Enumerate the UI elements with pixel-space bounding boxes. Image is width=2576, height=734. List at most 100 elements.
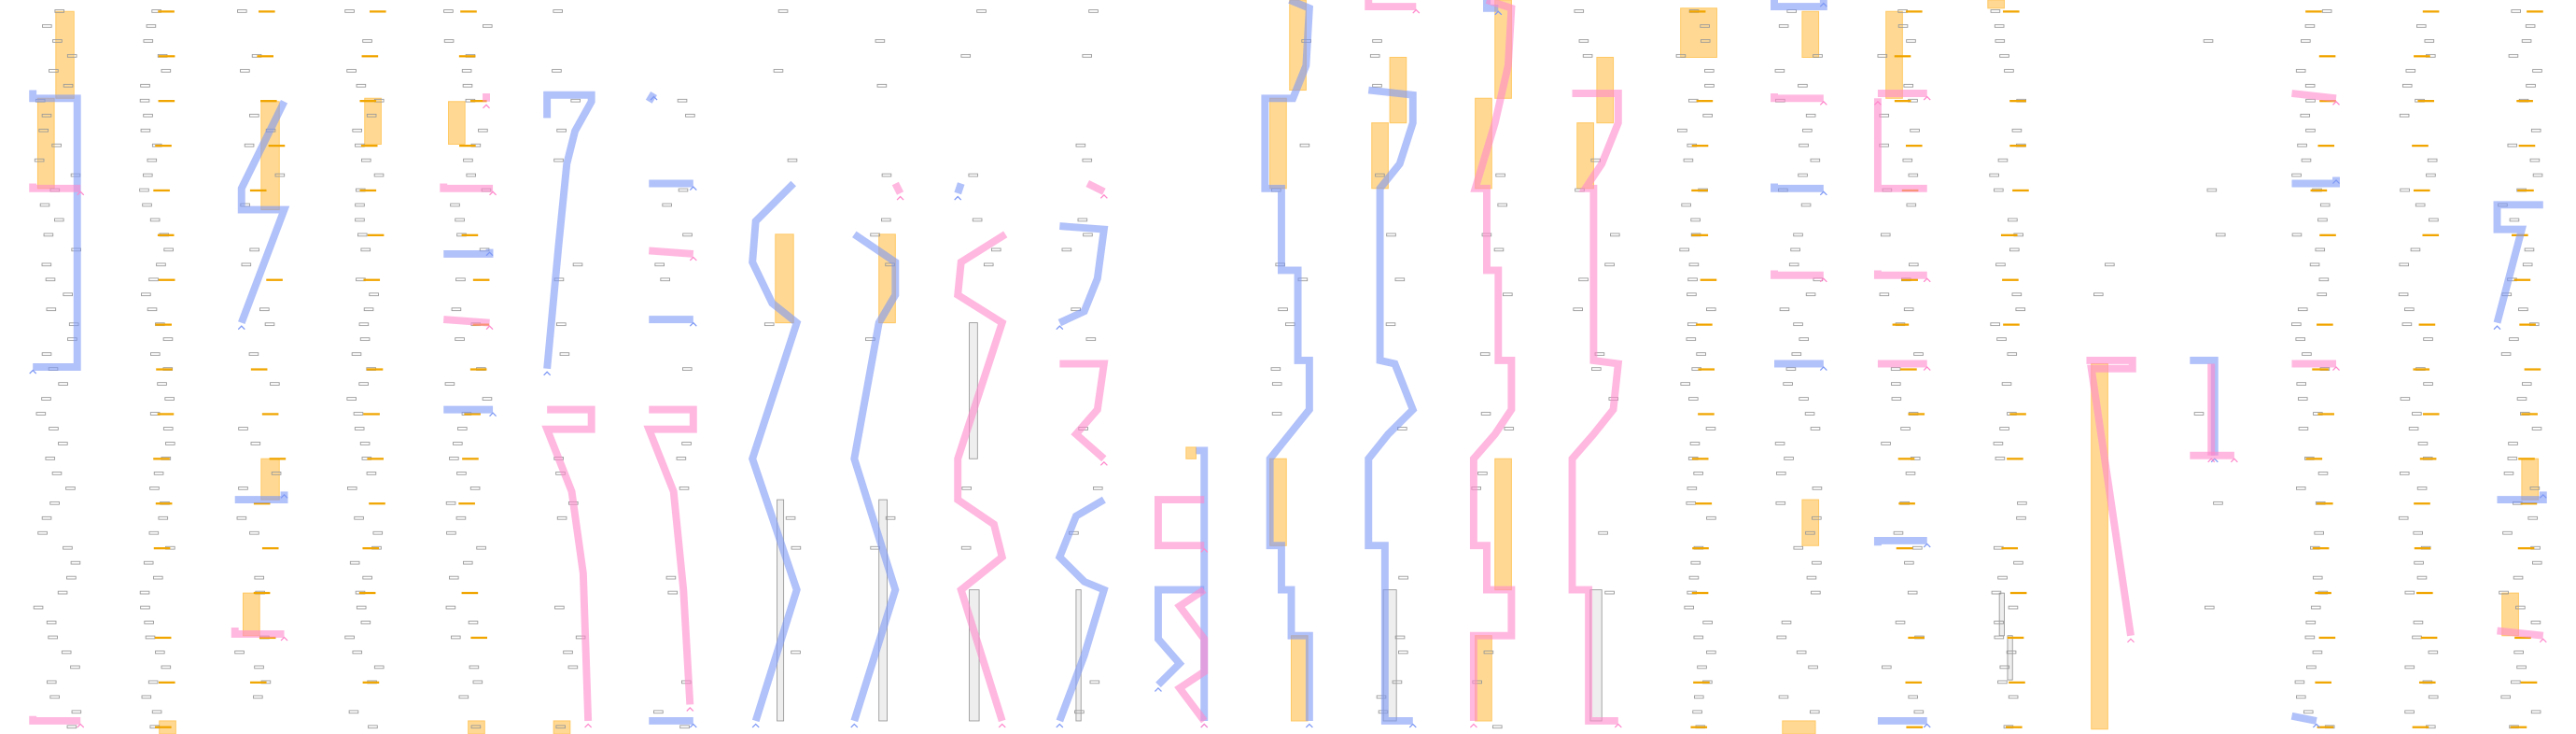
orange-dash-marker	[155, 726, 172, 728]
track-end-chevron-icon	[1099, 460, 1108, 466]
gray-marker	[1480, 412, 1491, 416]
blue-track-path	[29, 90, 81, 371]
orange-dash-marker	[1691, 189, 1708, 192]
orange-dash-marker	[2519, 323, 2536, 326]
gray-marker	[453, 442, 463, 445]
track-paths-layer	[29, 0, 2547, 728]
orange-dash-marker	[1898, 502, 1915, 505]
gray-marker	[2527, 515, 2539, 520]
track-end-chevron-icon	[896, 195, 904, 201]
orange-dash-marker	[2414, 55, 2430, 58]
gray-marker	[1483, 650, 1494, 655]
gray-marker	[678, 188, 689, 192]
track-end-chevron-icon	[2332, 100, 2340, 106]
gray-marker	[234, 650, 245, 655]
orange-interval-bar	[1801, 499, 1820, 546]
gray-marker	[2318, 277, 2330, 282]
gray-marker	[1775, 501, 1786, 505]
gray-marker	[2511, 680, 2521, 685]
blue-track-path	[1365, 86, 1418, 725]
track-end-chevron-icon	[1056, 723, 1064, 728]
gray-marker	[1700, 39, 1711, 43]
gray-marker	[1799, 143, 1809, 148]
gray-marker	[51, 143, 62, 148]
gray-marker	[1680, 382, 1690, 386]
gray-marker	[461, 68, 472, 73]
orange-dash-marker	[157, 233, 175, 236]
orange-dash-marker	[2414, 502, 2430, 505]
gray-marker	[1704, 68, 1715, 73]
orange-dash-marker	[459, 144, 476, 148]
gray-marker	[1688, 575, 1700, 580]
orange-dash-marker	[2009, 413, 2026, 416]
gray-marker	[49, 427, 59, 431]
gray-marker	[1877, 53, 1888, 58]
gray-marker	[2509, 218, 2520, 222]
gray-marker	[2304, 635, 2316, 640]
gray-marker	[1686, 337, 1697, 342]
orange-dash-marker	[153, 189, 170, 192]
gray-marker	[358, 322, 370, 327]
gray-marker	[2499, 590, 2509, 595]
gray-marker	[2296, 382, 2307, 386]
gray-marker	[1679, 247, 1689, 252]
gray-marker	[2500, 352, 2512, 356]
gray-marker	[1082, 158, 1093, 162]
gray-marker	[1999, 427, 2009, 431]
gray-marker	[45, 457, 56, 460]
track-end-chevron-icon	[1614, 723, 1622, 728]
orange-dash-marker	[2418, 681, 2436, 684]
orange-dash-marker	[1695, 502, 1713, 505]
gray-marker	[1990, 9, 2001, 13]
gray-marker	[1573, 307, 1583, 312]
gray-marker	[366, 472, 377, 475]
gray-marker	[346, 68, 357, 73]
gray-marker	[1908, 695, 1919, 699]
track-end-chevron-icon	[489, 412, 497, 417]
gray-marker	[52, 39, 63, 43]
gray-marker	[37, 530, 48, 535]
gray-marker	[356, 83, 367, 88]
gray-marker	[2004, 68, 2014, 73]
pink-track-path	[1771, 270, 1824, 279]
gray-interval-bar	[1075, 589, 1082, 722]
gray-marker	[2302, 352, 2312, 356]
gray-marker	[443, 9, 454, 13]
gray-marker	[2011, 292, 2023, 297]
gray-marker	[2412, 635, 2422, 640]
gray-marker	[43, 233, 54, 237]
gray-marker	[2530, 128, 2541, 133]
gray-marker	[149, 218, 161, 222]
orange-dash-marker	[360, 144, 378, 148]
gray-marker	[556, 322, 567, 327]
gray-marker	[2300, 113, 2311, 118]
gray-marker	[2511, 9, 2521, 13]
gray-marker	[148, 277, 159, 282]
gray-marker	[2399, 113, 2410, 118]
pink-track-path	[648, 247, 694, 258]
gray-marker	[353, 412, 364, 416]
track-end-chevron-icon	[29, 369, 37, 374]
gray-marker	[2016, 515, 2026, 520]
gray-marker	[66, 575, 77, 580]
gray-marker	[1897, 24, 1909, 28]
orange-dash-marker	[2422, 233, 2440, 236]
orange-dash-marker	[458, 55, 476, 58]
gray-marker	[162, 427, 174, 431]
gray-marker	[681, 442, 692, 445]
gray-marker	[1900, 427, 1911, 431]
gray-marker	[140, 605, 150, 610]
gray-marker	[791, 650, 801, 655]
track-end-chevron-icon	[1469, 723, 1477, 728]
gray-marker	[1706, 307, 1716, 312]
gray-marker	[161, 68, 172, 73]
gray-marker	[1299, 143, 1310, 148]
gray-marker	[1906, 39, 1916, 43]
gray-marker	[2398, 292, 2409, 297]
gray-marker	[881, 173, 892, 177]
gray-marker	[248, 352, 259, 356]
gray-marker	[2105, 262, 2115, 267]
orange-dash-marker	[2315, 591, 2331, 595]
gray-marker	[153, 472, 164, 475]
gray-marker	[1372, 83, 1382, 88]
